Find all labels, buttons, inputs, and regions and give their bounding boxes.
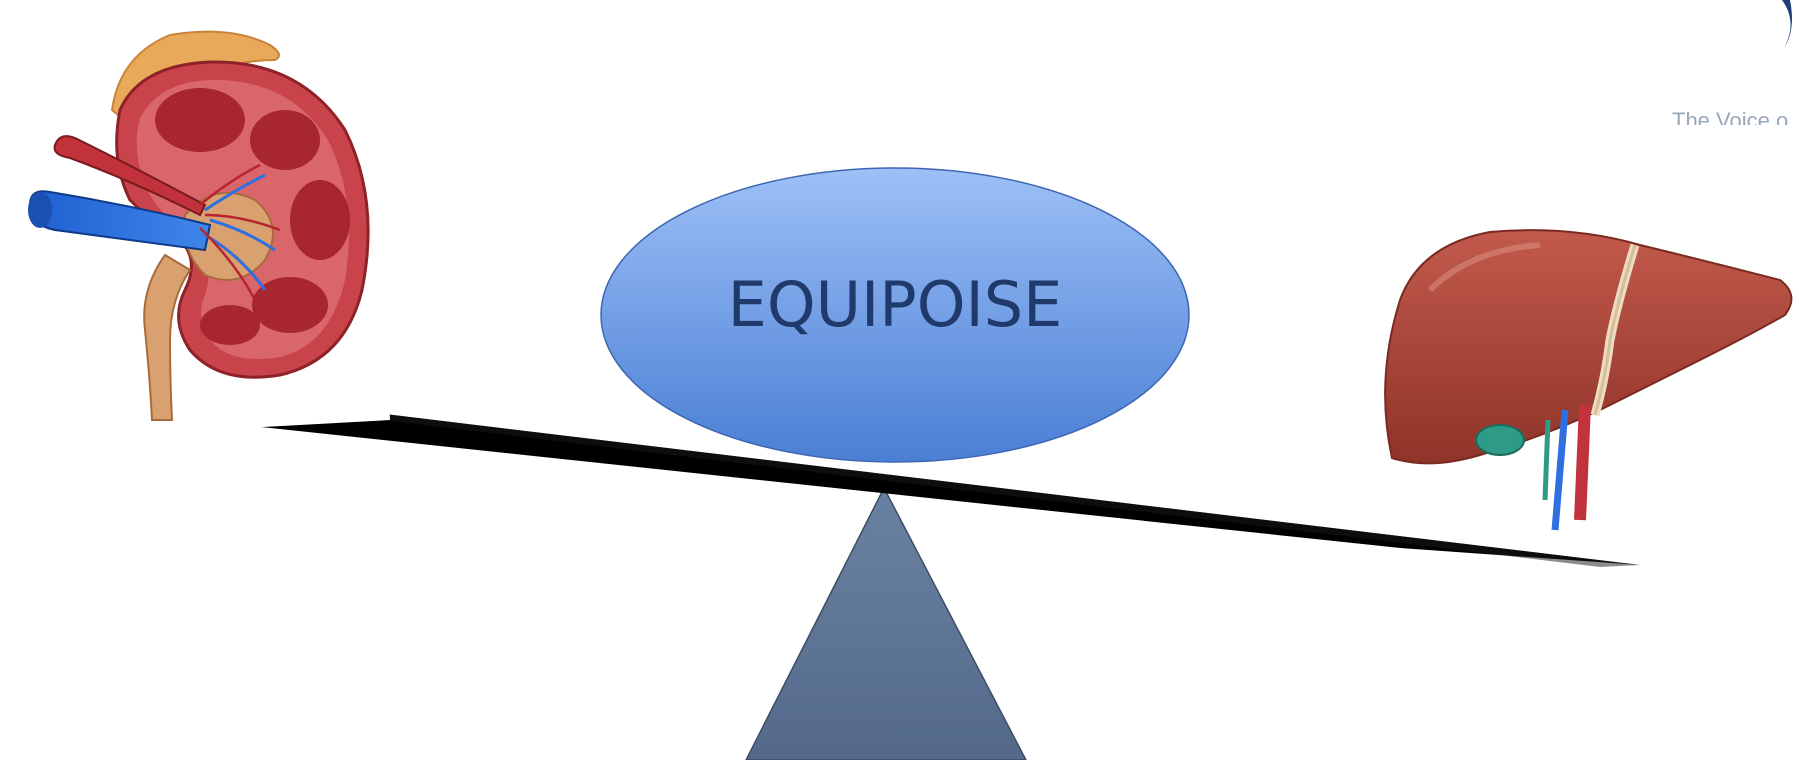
logo-swoosh-icon <box>1782 0 1792 48</box>
title-container: EQUIPOISE <box>600 168 1190 460</box>
slide-title: EQUIPOISE <box>728 268 1063 341</box>
fulcrum-triangle <box>746 488 1026 760</box>
kidney-illustration <box>8 0 390 440</box>
liver-illustration <box>1385 230 1791 530</box>
